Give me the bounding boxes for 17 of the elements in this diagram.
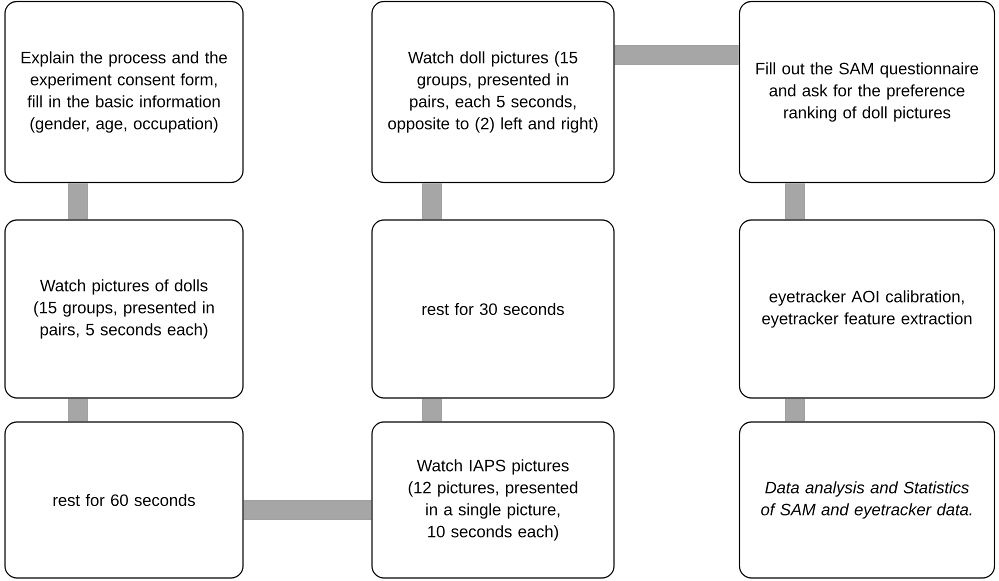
connector-bar — [785, 398, 805, 422]
connector-bar — [68, 183, 88, 220]
process-box: Watch IAPS pictures (12 pictures, presented in a single picture, 10 seconds each) — [371, 421, 615, 579]
process-box: Watch doll pictures (15 groups, presented in pairs, each 5 seconds, opposite to (2) left and right) — [371, 0, 615, 184]
process-box: rest for 60 seconds — [4, 421, 244, 579]
connector-bar — [422, 183, 442, 220]
process-box: rest for 30 seconds — [371, 219, 615, 399]
connector-bar — [68, 398, 88, 422]
connector-bar — [785, 183, 805, 220]
connector-bar — [244, 500, 372, 520]
connector-bar — [614, 45, 739, 65]
process-box: Data analysis and Statistics of SAM and eyetracker data. — [738, 421, 996, 579]
process-box: Explain the process and the experiment consent form, fill in the basic information (gender, age, occupation) — [4, 0, 244, 184]
process-box: eyetracker AOI calibration, eyetracker feature extraction — [738, 219, 996, 399]
process-box: Fill out the SAM questionnaire and ask for the preference ranking of doll pictures — [738, 0, 996, 184]
connector-bar — [422, 398, 442, 422]
process-box: Watch pictures of dolls (15 groups, presented in pairs, 5 seconds each) — [4, 219, 244, 399]
